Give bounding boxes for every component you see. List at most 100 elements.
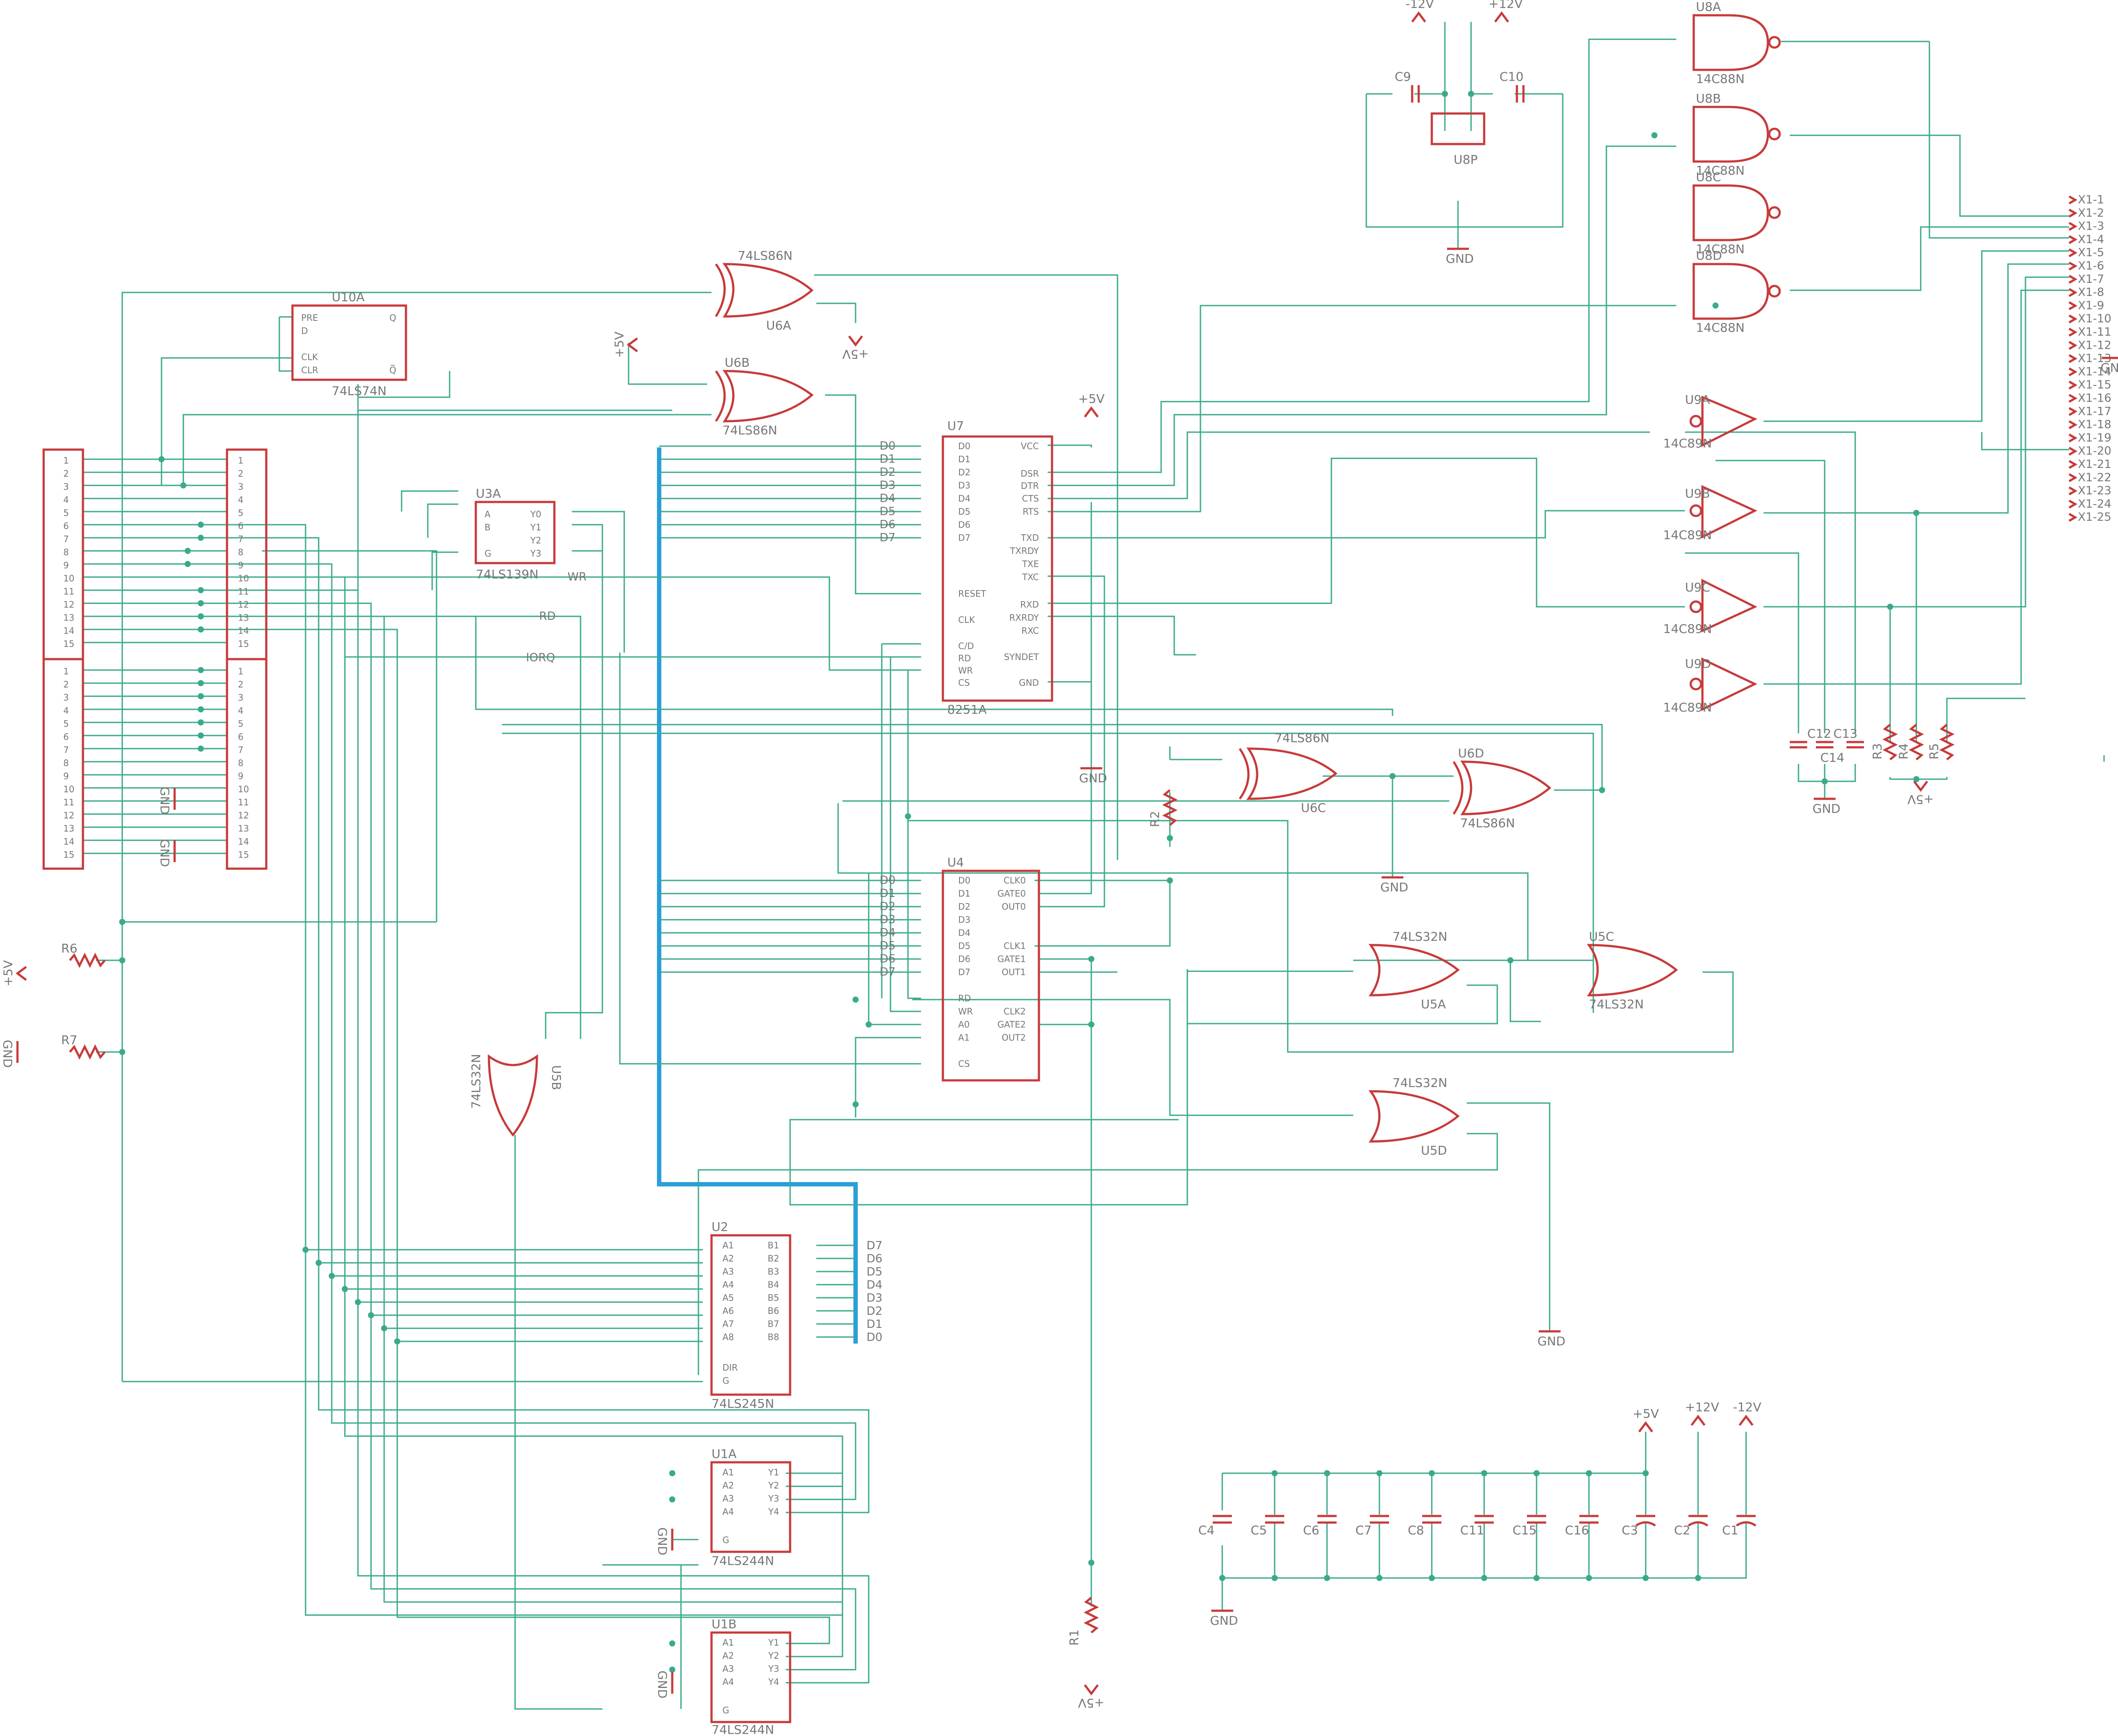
c14-label: C14 — [1820, 750, 1844, 765]
x1-pin-marker-25 — [2068, 513, 2078, 522]
u2-pin-b5: B5 — [768, 1293, 779, 1303]
u7-pin-d7: D7 — [958, 533, 970, 543]
x1-pin-marker-21 — [2068, 460, 2078, 469]
u4-timer: U4 — [942, 855, 1040, 1082]
u4-bus-label-d0: D0 — [880, 874, 896, 887]
plus5v-u7: +5V — [1078, 392, 1104, 418]
c1-capacitor: C1 — [1722, 1473, 1757, 1578]
u8b-label: U8B — [1696, 91, 1721, 106]
u1a-pin-y1: Y1 — [768, 1467, 779, 1478]
gnd-cap-bank-label: GND — [1210, 1613, 1238, 1628]
u7-pin-dtr: DTR — [1021, 481, 1039, 491]
x1-connector: X1-1X1-2X1-3X1-4X1-5X1-6X1-7X1-8X1-9X1-1… — [2068, 193, 2111, 524]
plus5v-r1-arrow — [1084, 1684, 1099, 1696]
u8d-value: 14C88N — [1696, 320, 1745, 335]
r5-label: R5 — [1927, 743, 1941, 760]
c1-label: C1 — [1722, 1523, 1738, 1537]
edge-row-left-b-10: 10 — [63, 784, 74, 794]
u4-pin-clk2: CLK2 — [1004, 1006, 1026, 1017]
x1-pin-marker-4 — [2068, 235, 2078, 244]
gnd-u8p-label: GND — [1446, 251, 1474, 266]
u10a-value: 74LS74N — [332, 384, 387, 398]
u7-pin-d0: D0 — [958, 441, 970, 451]
u1b-pin-y2: Y2 — [768, 1650, 779, 1661]
r6-resistor — [69, 952, 106, 968]
x1-pin-4: X1-4 — [2078, 233, 2104, 246]
x1-pin-marker-7 — [2068, 275, 2078, 284]
u1a-pin-a2: A2 — [722, 1480, 734, 1491]
u7-pin-d4: D4 — [958, 493, 970, 504]
u8c-value: 14C88N — [1696, 242, 1745, 256]
u7-pin-d5: D5 — [958, 506, 970, 517]
u4-pin-d6: D6 — [958, 954, 970, 964]
edge-row-left-b-11: 11 — [63, 797, 74, 808]
x1-pin-10: X1-10 — [2078, 313, 2111, 326]
iorq-net-label: IORQ — [526, 651, 555, 664]
x1-pin-marker-5 — [2068, 248, 2078, 258]
u1b-pin-y3: Y3 — [768, 1664, 779, 1674]
gnd-r7: GND — [0, 1040, 19, 1068]
c9-capacitor — [1411, 85, 1420, 103]
u1b-pin-g: G — [722, 1705, 729, 1715]
u6c-label: U6C — [1301, 801, 1326, 815]
u7-pin-d6: D6 — [958, 519, 970, 530]
r4-resistor — [1908, 724, 1924, 760]
plus12v-caps: +12V — [1685, 1400, 1719, 1426]
edge-row-right-b-2: 2 — [238, 679, 244, 690]
u7-bus-label-d2: D2 — [880, 466, 896, 479]
u3a-decoder: U3A 74LS139N A B G Y0 Y1 Y2 Y3 — [474, 486, 556, 581]
edge-row-right-b-4: 4 — [238, 705, 244, 716]
u7-pin-rd: RD — [958, 653, 971, 663]
x1-pin-18: X1-18 — [2078, 418, 2111, 431]
u7-pin-wr: WR — [958, 665, 973, 676]
edge-row-right-b-7: 7 — [238, 745, 244, 755]
u1a-pin-y2: Y2 — [768, 1480, 779, 1491]
u6d-xor: U6D 74LS86N — [1452, 746, 1551, 830]
u1a-label: U1A — [712, 1447, 736, 1461]
edge-row-left-a-1: 1 — [63, 455, 69, 466]
u7-pin-rxrdy: RXRDY — [1009, 612, 1039, 623]
u4-pin-cs: CS — [958, 1059, 970, 1069]
edge-row-left-a-9: 9 — [63, 560, 69, 571]
edge-row-right-a-13: 13 — [238, 612, 249, 623]
gnd-u8p: GND — [1446, 248, 1474, 266]
u7-pin-reset: RESET — [958, 588, 987, 599]
c3-plate-bottom — [1635, 1521, 1656, 1527]
edge-row-left-b-1: 1 — [63, 666, 69, 677]
u8b-value: 14C88N — [1696, 163, 1745, 178]
u7-pin-d2: D2 — [958, 467, 970, 478]
x1-pin-11: X1-11 — [2078, 326, 2111, 339]
edge-row-left-b-2: 2 — [63, 679, 69, 690]
x1-pin-1: X1-1 — [2078, 193, 2104, 206]
u8a-nand: U8A 14C88N — [1692, 0, 1781, 86]
x1-pin-marker-8 — [2068, 288, 2078, 297]
u4-pin-d3: D3 — [958, 914, 970, 925]
x1-pin-14: X1-14 — [2078, 365, 2111, 378]
edge-row-right-b-12: 12 — [238, 810, 249, 821]
x1-pin-marker-11 — [2068, 327, 2078, 337]
r1-resistor — [1083, 1597, 1099, 1633]
edge-row-left-a-11: 11 — [63, 586, 74, 597]
u6a-value: 74LS86N — [738, 248, 793, 263]
gnd-edge-a: GND — [158, 787, 176, 815]
u2-bus-label-d5: D5 — [866, 1265, 883, 1279]
u1b-pin-y1: Y1 — [768, 1637, 779, 1648]
edge-row-left-a-12: 12 — [63, 599, 74, 610]
minus12v-caps-label: -12V — [1733, 1400, 1761, 1414]
u5c-value: 74LS32N — [1589, 997, 1644, 1011]
x1-pin-marker-3 — [2068, 222, 2078, 231]
u7-bus-label-d7: D7 — [880, 531, 896, 544]
gnd-edge-b-label: GND — [158, 839, 172, 867]
u6d-label: U6D — [1458, 746, 1484, 760]
c4-label: C4 — [1198, 1523, 1214, 1537]
x1-pin-marker-16 — [2068, 394, 2078, 403]
c5-capacitor: C5 — [1251, 1473, 1284, 1578]
r3-label: R3 — [1870, 743, 1884, 760]
x1-pin-marker-9 — [2068, 301, 2078, 310]
edge-row-left-b-13: 13 — [63, 823, 74, 834]
x1-pin-marker-2 — [2068, 209, 2078, 218]
edge-row-left-b-6: 6 — [63, 732, 69, 742]
x1-pin-marker-1 — [2068, 195, 2078, 205]
u5b-value: 74LS32N — [469, 1054, 483, 1109]
